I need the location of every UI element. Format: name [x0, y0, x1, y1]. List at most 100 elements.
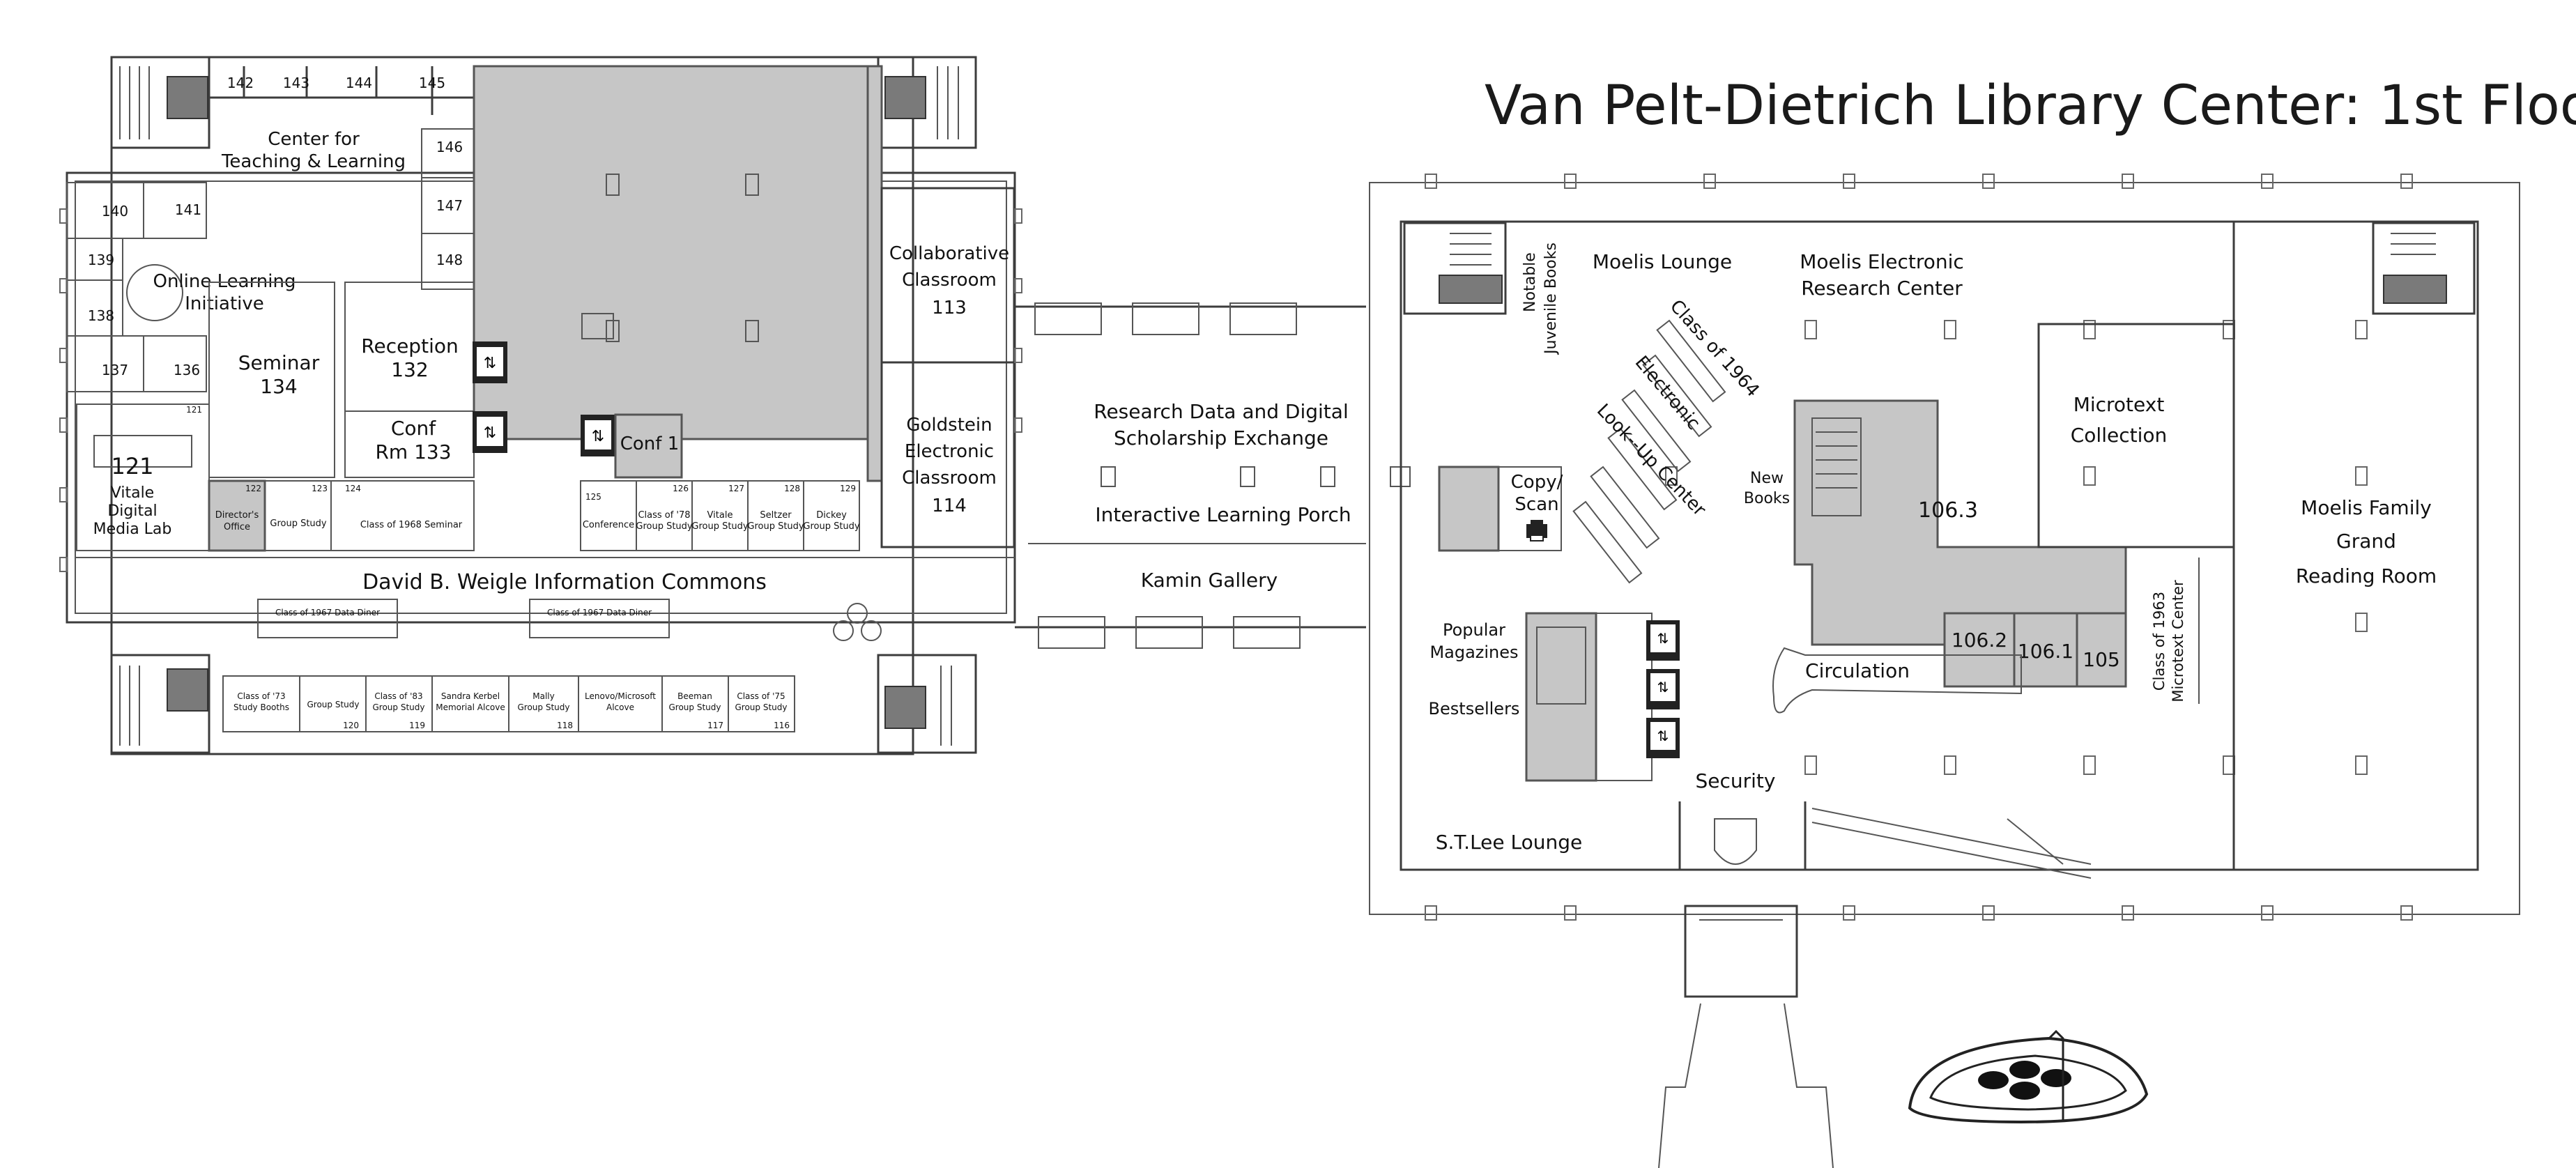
room-116-number: 116 [774, 721, 790, 730]
east-wing-inner-outline [1400, 220, 2479, 871]
data-diner-1: Class of 1967 Data Diner [275, 608, 380, 617]
room-139-label: 139 [88, 252, 114, 268]
room-138-label: 138 [88, 307, 114, 324]
goldstein-number: 114 [932, 495, 967, 516]
merc-label-line2: Research Center [1801, 277, 1963, 300]
room-122-number: 122 [245, 484, 261, 493]
security-label: Security [1696, 769, 1776, 792]
class-75-line2: Group Study [735, 702, 788, 712]
bestsellers-label: Bestsellers [1429, 699, 1520, 719]
stair-tower-sw [110, 654, 210, 754]
grand-reading-line3: Reading Room [2296, 564, 2437, 587]
goldstein-label-line1: Goldstein [906, 415, 992, 436]
dickey-line1: Dickey [816, 510, 847, 521]
collaborative-label-line1: Collaborative [889, 243, 1009, 264]
kerbel-alcove-line2: Memorial Alcove [436, 702, 505, 712]
elevator-icon: ⇅ [1646, 718, 1680, 758]
east-wing-outer-outline [1369, 182, 2520, 915]
east-wing: Moelis Lounge Moelis Electronic Research… [1369, 174, 2520, 1168]
campus-logo-icon [1908, 1029, 2149, 1124]
conf-133-label-line1: Conf [391, 417, 436, 440]
ctl-label-line1: Center for [268, 129, 360, 150]
room-119-number: 119 [409, 721, 425, 730]
svg-text:⇅: ⇅ [1657, 679, 1669, 696]
moelis-lounge-label: Moelis Lounge [1593, 250, 1732, 273]
room-106-1-label: 106.1 [2018, 640, 2073, 663]
class-73-booths-line1: Class of '73 [237, 691, 285, 701]
dickey-line2: Group Study [803, 521, 860, 532]
room-143-label: 143 [283, 75, 309, 91]
lenovo-alcove-line1: Lenovo/Microsoft [585, 691, 656, 701]
new-books-line1: New [1750, 470, 1784, 487]
center-connector: Research Data and Digital Scholarship Ex… [1015, 302, 1411, 649]
conf-1-label: Conf 1 [620, 433, 680, 454]
room-126-number: 126 [673, 484, 689, 493]
class-73-booths-line2: Study Booths [233, 702, 289, 712]
vitale-lab-line1: Vitale [111, 484, 154, 502]
room-124-number: 124 [345, 484, 361, 493]
reception-number: 132 [391, 358, 428, 381]
svg-text:⇅: ⇅ [592, 428, 604, 445]
beeman-line1: Beeman [677, 691, 712, 701]
room-147-label: 147 [436, 197, 463, 214]
class-78-line2: Group Study [636, 521, 693, 532]
ctl-label-line2: Teaching & Learning [221, 151, 406, 172]
group-study-120: Group Study [307, 700, 360, 709]
room-129-number: 129 [840, 484, 856, 493]
seminar-label: Seminar [238, 351, 320, 374]
room-136-label: 136 [174, 362, 200, 378]
microtext-line2: Collection [2071, 424, 2168, 447]
kerbel-alcove-line1: Sandra Kerbel [441, 691, 500, 701]
vitale-gs-line1: Vitale [707, 510, 733, 521]
elevator-icon: ⇅ [473, 411, 507, 453]
stair-tower-se [877, 654, 977, 754]
microtext-line1: Microtext [2073, 393, 2165, 416]
merc-label-line1: Moelis Electronic [1800, 250, 1964, 273]
svg-text:⇅: ⇅ [1657, 728, 1669, 744]
class-75-line1: Class of '75 [737, 691, 785, 701]
elevator-icon: ⇅ [1646, 669, 1680, 709]
room-137-label: 137 [102, 362, 128, 378]
seminar-number: 134 [260, 375, 297, 398]
copy-scan-line1: Copy/ [1511, 472, 1563, 493]
grey-central-block [473, 65, 883, 440]
reception-label: Reception [361, 335, 458, 358]
vitale-lab-line3: Media Lab [93, 521, 172, 538]
vitale-lab-line2: Digital [107, 502, 157, 520]
room-145-label: 145 [419, 75, 445, 91]
vitale-lab-number: 121 [111, 453, 153, 479]
conference-label: Conference [583, 520, 634, 530]
collaborative-label-line2: Classroom [902, 270, 997, 291]
conf-133-label-line2: Rm 133 [375, 440, 451, 463]
room-127-number: 127 [728, 484, 744, 493]
svg-text:⇅: ⇅ [484, 424, 496, 442]
interactive-learning-porch-label: Interactive Learning Porch [1095, 503, 1351, 526]
group-study-123: Group Study [270, 518, 327, 529]
room-118-number: 118 [557, 721, 573, 730]
elevator-icon: ⇅ [473, 341, 507, 383]
vitale-gs-line2: Group Study [691, 521, 749, 532]
class-83-line1: Class of '83 [374, 691, 422, 701]
popular-magazines-line2: Magazines [1429, 643, 1518, 662]
class-1964-label: Class of 1964 [1666, 296, 1763, 401]
goldstein-label-line2: Electronic [905, 441, 994, 462]
class-83-line2: Group Study [373, 702, 425, 712]
notable-books-line1: Notable [1521, 252, 1539, 312]
class-78-line1: Class of '78 [638, 510, 690, 521]
weigle-commons-label: David B. Weigle Information Commons [362, 570, 767, 594]
room-106-3-label: 106.3 [1918, 498, 1978, 523]
seltzer-line1: Seltzer [760, 510, 792, 521]
directors-office-line1: Director's [215, 510, 259, 521]
room-106-2-label: 106.2 [1952, 629, 2007, 652]
small-121-label: 121 [186, 405, 202, 415]
stair-tower-east-ne [2372, 222, 2476, 315]
room-140-label: 140 [102, 203, 128, 220]
svg-text:⇅: ⇅ [484, 355, 496, 372]
svg-text:⇅: ⇅ [1657, 630, 1669, 647]
new-books-line2: Books [1744, 490, 1790, 507]
mally-line2: Group Study [518, 702, 570, 712]
class-1963-line2: Microtext Center [2170, 580, 2186, 702]
data-diner-2: Class of 1967 Data Diner [547, 608, 652, 617]
grand-reading-line1: Moelis Family [2301, 496, 2432, 519]
